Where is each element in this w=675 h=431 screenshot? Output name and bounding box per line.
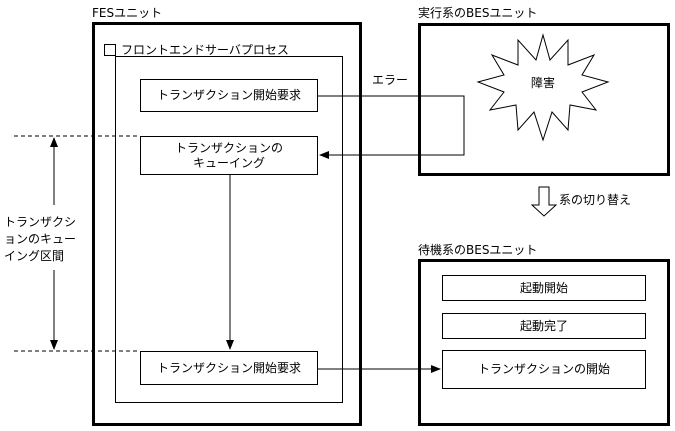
- switchover-down-arrow-icon: [530, 186, 558, 217]
- queuing-interval-line-2: ョンのキュー: [4, 232, 77, 246]
- standby-bes-unit-title: 待機系のBESユニット: [418, 243, 538, 257]
- active-bes-unit-title: 実行系のBESユニット: [418, 6, 538, 20]
- queuing-line-1: トランザクションの: [174, 140, 283, 155]
- transaction-start-request-box-2: トランザクション開始要求: [140, 351, 318, 385]
- fes-unit-title: FESユニット: [92, 6, 163, 20]
- error-return-arrow: [318, 95, 465, 159]
- frontend-server-process-label: フロントエンドサーバプロセス: [121, 43, 289, 57]
- active-bes-unit-container: [418, 23, 670, 176]
- queuing-interval-line-3: イング区間: [4, 249, 65, 263]
- queuing-interval-line-1: トランザクシ: [4, 215, 77, 229]
- fes-unit-container: [92, 22, 362, 426]
- standby-bes-unit-container: [418, 259, 670, 426]
- transaction-start-box: トランザクションの開始: [442, 350, 646, 389]
- queuing-interval-label: トランザクシ ョンのキュー イング区間: [4, 214, 76, 265]
- queuing-line-2: キューイング: [192, 155, 265, 170]
- frontend-server-process-container: [115, 56, 343, 403]
- startup-begin-box: 起動開始: [442, 275, 646, 301]
- transaction-start-request-box-1: トランザクション開始要求: [140, 79, 318, 112]
- failure-label: 障害: [531, 76, 556, 90]
- switchover-label: 系の切り替え: [559, 193, 632, 207]
- error-label: エラー: [372, 73, 409, 87]
- startup-done-box: 起動完了: [442, 313, 646, 339]
- transaction-queuing-box: トランザクションの キューイング: [140, 136, 318, 175]
- failure-starburst-icon: [476, 33, 610, 142]
- process-marker-square: [104, 44, 116, 56]
